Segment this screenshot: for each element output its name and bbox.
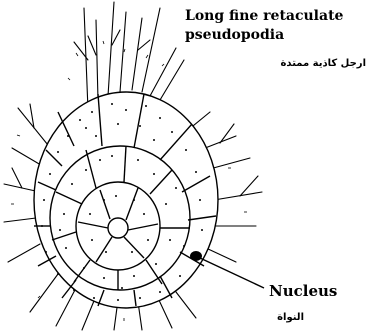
nucleus-label-arabic: النواة <box>277 312 304 323</box>
nucleus-body <box>190 251 202 261</box>
nucleus-pointer-line <box>200 258 264 288</box>
pseudopodia-label-line2: pseudopodia <box>185 27 284 43</box>
pseudopodia-label-arabic: ارجل كاذية ممتدة <box>281 58 366 69</box>
nucleus <box>190 251 264 288</box>
pseudopodia-label-line1: Long fine retaculate <box>185 8 343 24</box>
shell-outline <box>34 92 218 308</box>
nucleus-label: Nucleus <box>269 282 337 300</box>
test-shell <box>34 92 218 308</box>
